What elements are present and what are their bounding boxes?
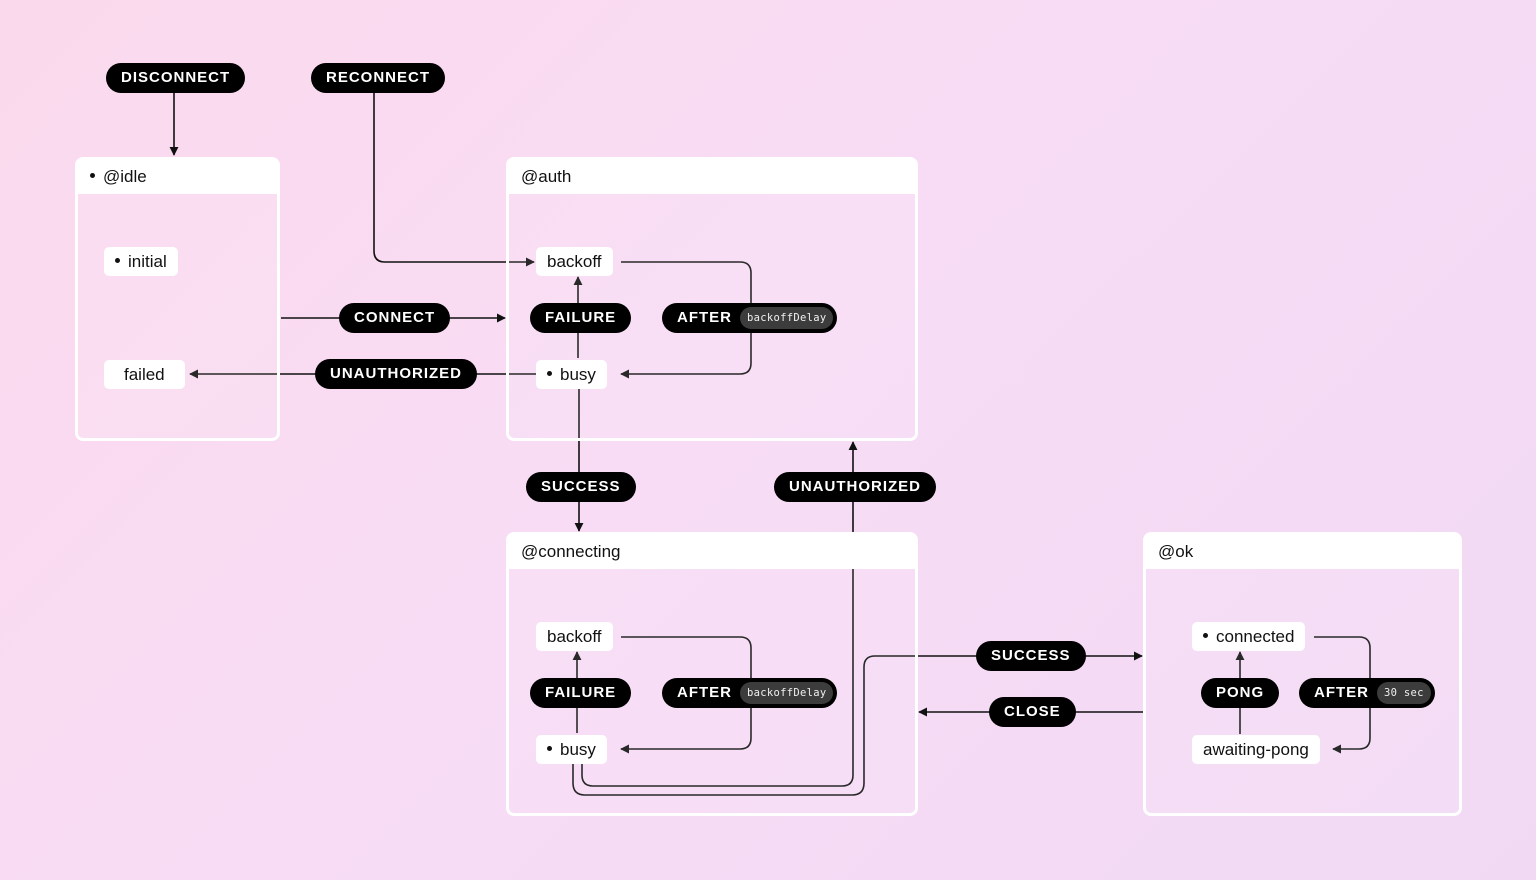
wire-reconnect: [373, 92, 535, 267]
group-auth-title: @auth: [509, 160, 915, 194]
event-after-ok[interactable]: AFTER 30 sec: [1299, 678, 1435, 708]
event-after-auth[interactable]: AFTER backoffDelay: [662, 303, 838, 333]
delay-badge-ok: 30 sec: [1377, 682, 1431, 704]
state-connecting-busy[interactable]: busy: [536, 735, 607, 764]
group-ok: @ok: [1143, 532, 1462, 816]
group-ok-title: @ok: [1146, 535, 1459, 569]
wire-success-connecting: [572, 651, 1143, 796]
group-connecting: @connecting: [506, 532, 918, 816]
state-auth-backoff[interactable]: backoff: [536, 247, 613, 276]
event-unauthorized-connecting[interactable]: UNAUTHORIZED: [774, 472, 936, 502]
event-disconnect[interactable]: DISCONNECT: [106, 63, 246, 93]
state-auth-busy[interactable]: busy: [536, 360, 607, 389]
event-after-ok-label: AFTER: [1314, 684, 1369, 701]
event-reconnect[interactable]: RECONNECT: [311, 63, 446, 93]
event-after-connecting-label: AFTER: [677, 684, 732, 701]
state-idle-failed[interactable]: failed: [104, 360, 185, 389]
state-ok-connected[interactable]: connected: [1192, 622, 1306, 651]
event-failure-auth[interactable]: FAILURE: [530, 303, 632, 333]
group-auth: @auth: [506, 157, 918, 441]
event-connect[interactable]: CONNECT: [339, 303, 451, 333]
event-pong[interactable]: PONG: [1201, 678, 1280, 708]
group-connecting-title: @connecting: [509, 535, 915, 569]
group-idle-title: @idle: [78, 160, 277, 194]
state-ok-awaiting-pong[interactable]: awaiting-pong: [1192, 735, 1320, 764]
state-connecting-backoff[interactable]: backoff: [536, 622, 613, 651]
delay-badge-auth: backoffDelay: [740, 307, 834, 329]
wire-unauthorized-connecting: [581, 441, 858, 787]
event-unauthorized-auth[interactable]: UNAUTHORIZED: [315, 359, 477, 389]
event-success-auth[interactable]: SUCCESS: [526, 472, 636, 502]
event-after-auth-label: AFTER: [677, 309, 732, 326]
delay-badge-connecting: backoffDelay: [740, 682, 834, 704]
group-idle: @idle: [75, 157, 280, 441]
event-close[interactable]: CLOSE: [989, 697, 1076, 727]
event-failure-connecting[interactable]: FAILURE: [530, 678, 632, 708]
state-idle-initial[interactable]: initial: [104, 247, 178, 276]
event-success-connecting[interactable]: SUCCESS: [976, 641, 1086, 671]
event-after-connecting[interactable]: AFTER backoffDelay: [662, 678, 838, 708]
